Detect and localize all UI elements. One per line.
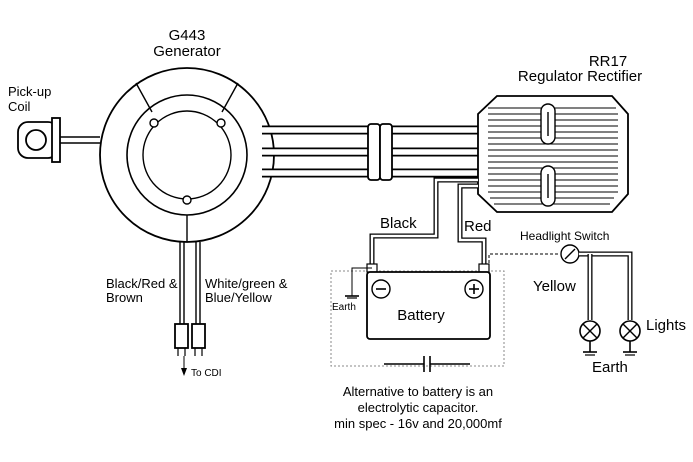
- note-line-3: min spec - 16v and 20,000mf: [334, 416, 502, 431]
- generator: [99, 67, 275, 243]
- headlight-switch-label: Headlight Switch: [520, 229, 609, 243]
- lights-label: Lights: [646, 317, 686, 334]
- regulator-name: Regulator Rectifier: [518, 68, 642, 85]
- battery-earth-label: Earth: [332, 302, 356, 313]
- red-wire-label: Red: [464, 218, 492, 235]
- regulator-model: RR17: [589, 53, 627, 70]
- battery-earth-symbol: [345, 267, 372, 299]
- headlight-switch-circuit: [488, 244, 641, 356]
- note-line-1: Alternative to battery is an: [343, 384, 493, 399]
- generator-model: G443: [169, 27, 206, 44]
- lights-earth-label: Earth: [592, 359, 628, 376]
- black-wire-label: Black: [380, 215, 417, 232]
- regulator-rectifier: [477, 95, 629, 213]
- cdi-wires: [174, 242, 206, 376]
- pickup-label-2: Coil: [8, 99, 31, 114]
- capacitor-alternative-area: [330, 270, 505, 367]
- black-red-wire-label-1: Black/Red &: [106, 276, 178, 291]
- pickup-coil: [17, 117, 100, 163]
- white-green-wire-label-2: Blue/Yellow: [205, 290, 272, 305]
- yellow-wire-label: Yellow: [533, 278, 576, 295]
- black-red-wire-label-2: Brown: [106, 290, 143, 305]
- white-green-wire-label-1: White/green &: [205, 276, 288, 291]
- battery-wires: [369, 177, 487, 264]
- generator-harness: [262, 123, 478, 181]
- note-line-2: electrolytic capacitor.: [358, 400, 479, 415]
- pickup-label-1: Pick-up: [8, 84, 51, 99]
- battery: [366, 263, 491, 340]
- battery-label: Battery: [397, 307, 445, 324]
- generator-name: Generator: [153, 43, 221, 60]
- cdi-label: To CDI: [191, 368, 222, 379]
- capacitor-symbol: [384, 356, 470, 372]
